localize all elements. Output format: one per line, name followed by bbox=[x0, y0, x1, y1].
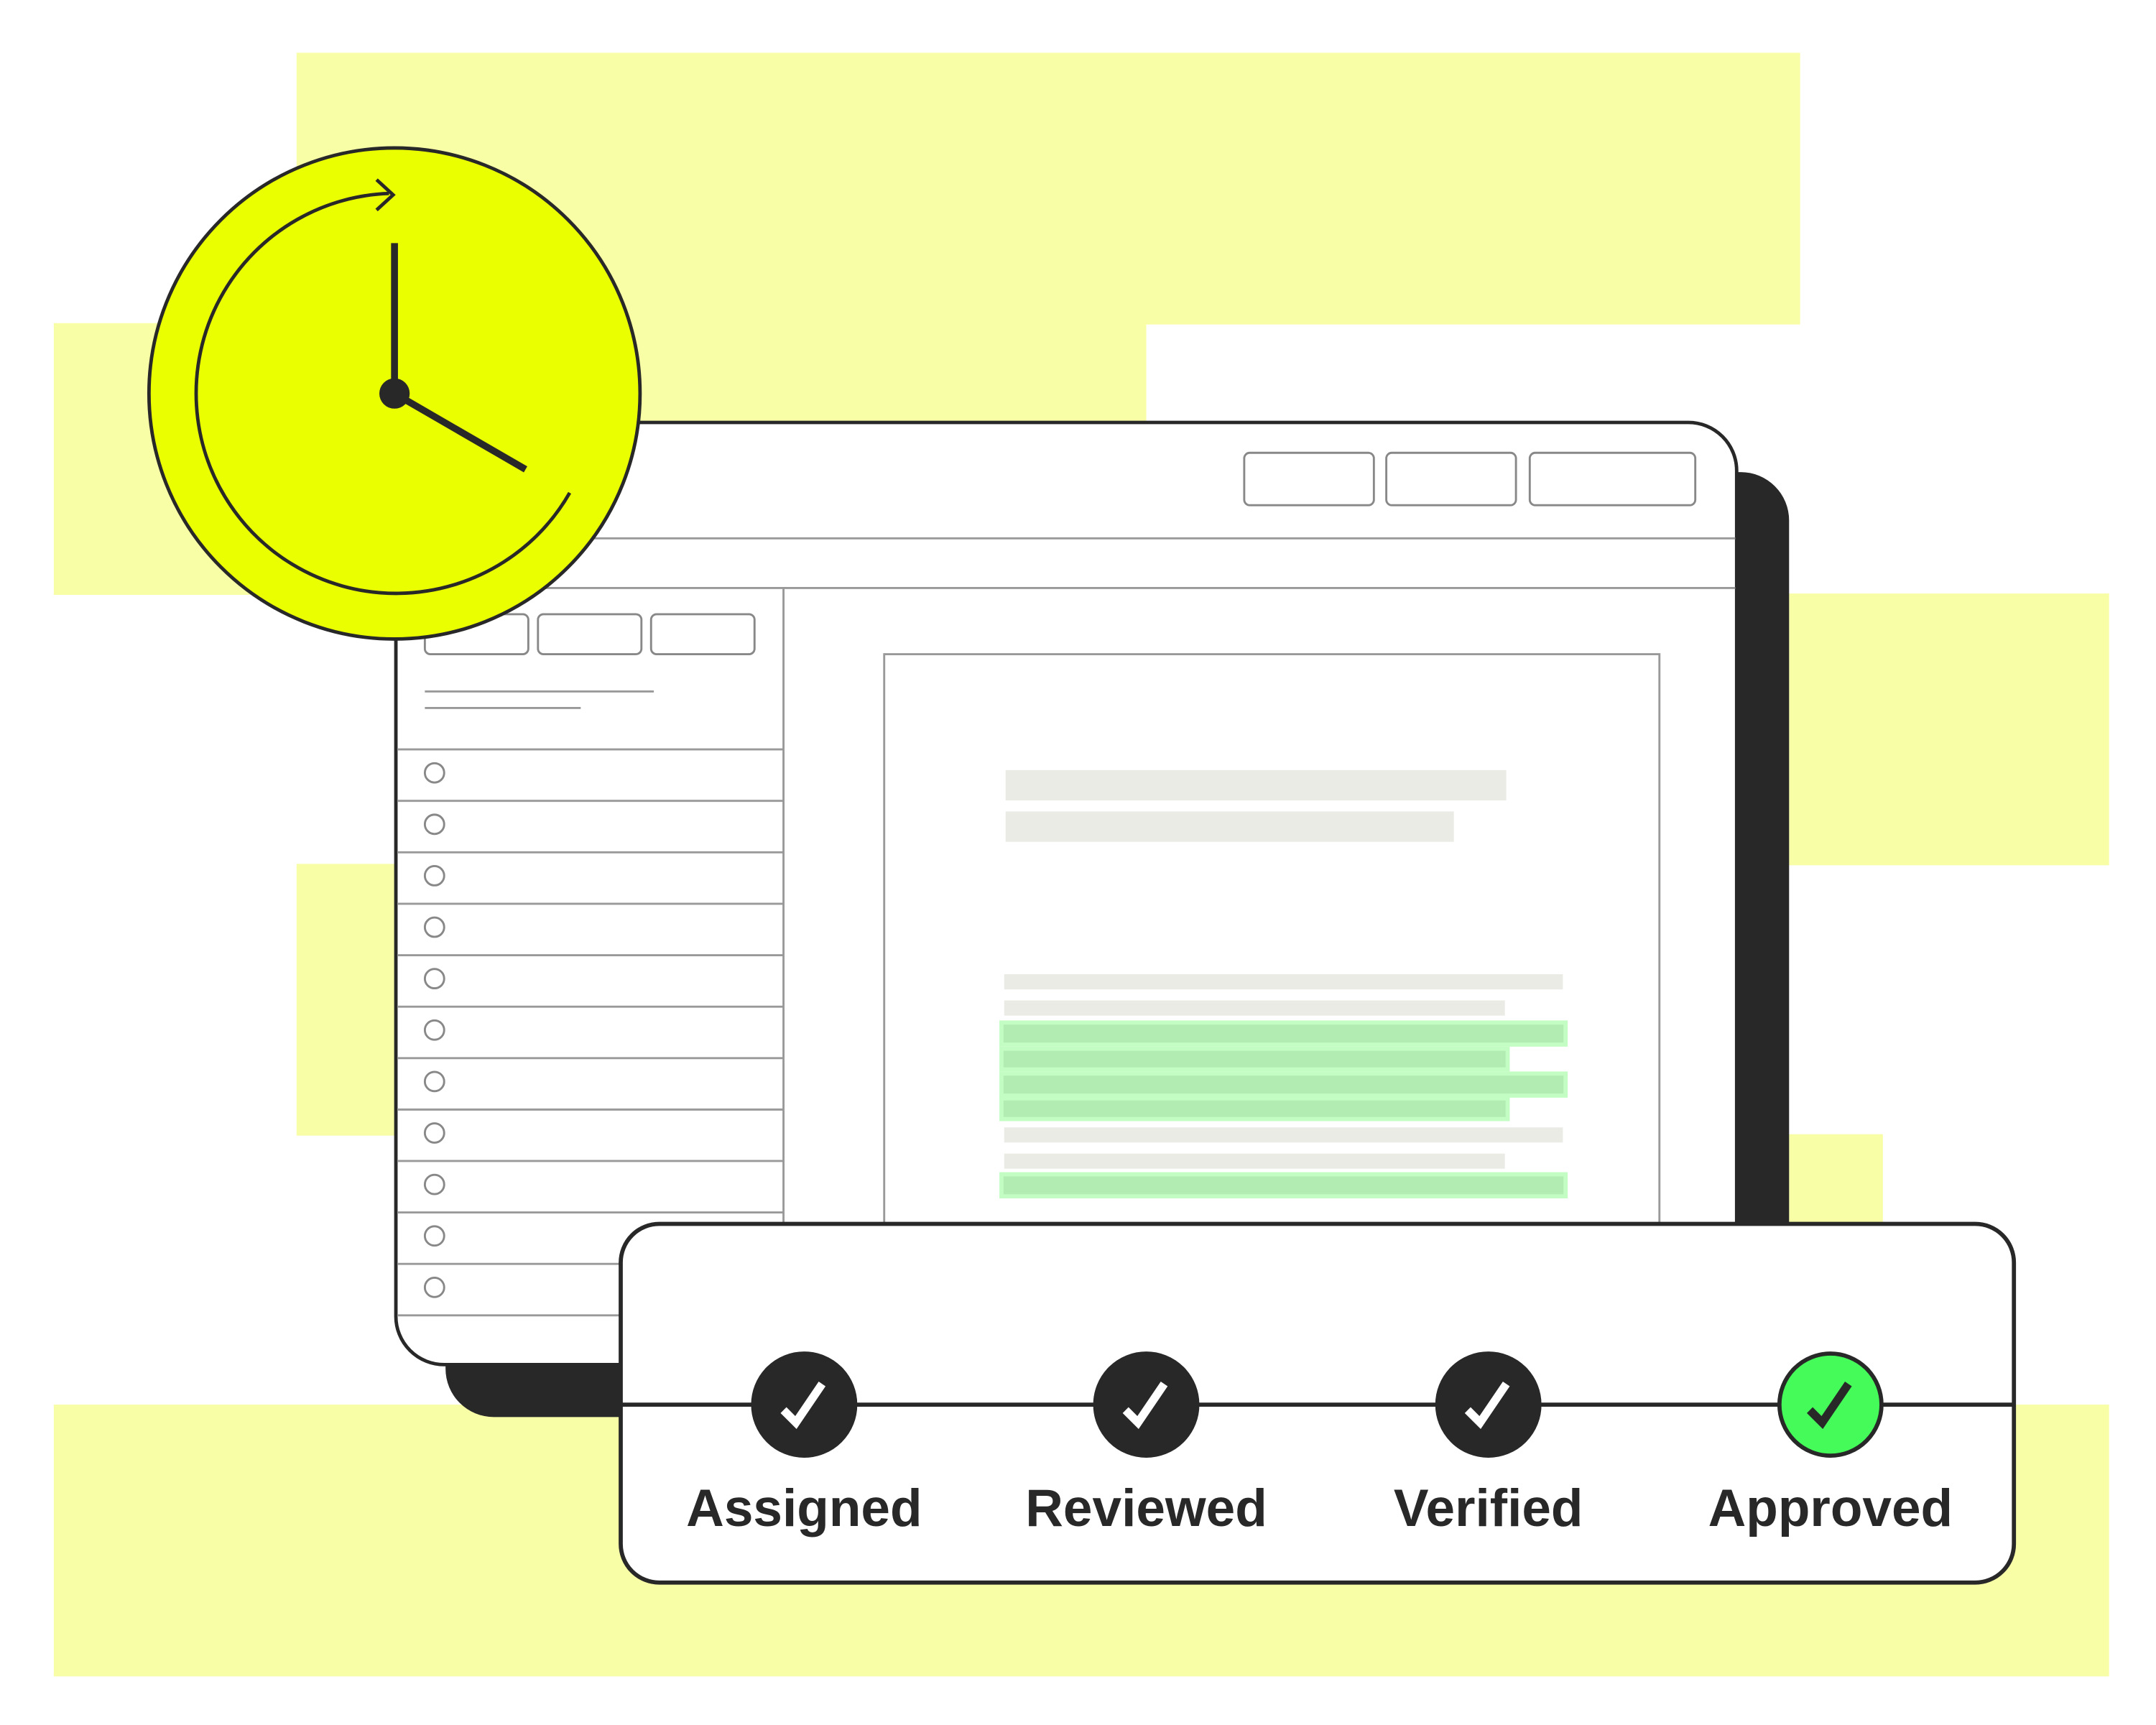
sidebar-list-item[interactable] bbox=[397, 800, 784, 836]
radio-icon[interactable] bbox=[423, 1019, 445, 1041]
step-label: Assigned bbox=[686, 1479, 922, 1537]
highlighted-text bbox=[999, 1172, 1568, 1199]
app-window bbox=[394, 420, 1739, 1366]
radio-icon[interactable] bbox=[423, 865, 445, 887]
sidebar-list-item[interactable] bbox=[397, 748, 784, 784]
checkmark-icon bbox=[1464, 1382, 1510, 1430]
sidebar-list-item[interactable] bbox=[397, 1160, 784, 1196]
document-page bbox=[883, 653, 1661, 1277]
workflow-step: Reviewed bbox=[1025, 1351, 1267, 1537]
sidebar-list-item[interactable] bbox=[397, 1108, 784, 1144]
doc-subtitle-placeholder bbox=[1005, 811, 1454, 842]
doc-line bbox=[1004, 1127, 1563, 1143]
doc-line bbox=[1004, 974, 1563, 990]
doc-line bbox=[1004, 1153, 1505, 1169]
checkmark-icon bbox=[1807, 1382, 1852, 1430]
radio-icon[interactable] bbox=[423, 1225, 445, 1247]
checkmark-icon bbox=[1122, 1382, 1168, 1430]
step-label: Verified bbox=[1394, 1479, 1583, 1537]
doc-title-placeholder bbox=[1005, 769, 1507, 801]
toolbar-button-1[interactable] bbox=[1243, 451, 1375, 507]
sidebar-list-item[interactable] bbox=[397, 902, 784, 938]
clock-icon bbox=[147, 146, 642, 641]
workflow-step: Verified bbox=[1394, 1351, 1583, 1537]
radio-icon[interactable] bbox=[423, 1173, 445, 1196]
radio-icon[interactable] bbox=[423, 968, 445, 990]
clock-hour-hand bbox=[392, 390, 527, 473]
step-label: Reviewed bbox=[1025, 1479, 1267, 1537]
refresh-arrow-icon bbox=[194, 191, 572, 596]
doc-line bbox=[1004, 1000, 1505, 1016]
sidebar-list-item[interactable] bbox=[397, 1005, 784, 1041]
radio-icon[interactable] bbox=[423, 1276, 445, 1298]
toolbar-button-3[interactable] bbox=[1528, 451, 1697, 507]
workflow-step: Assigned bbox=[686, 1351, 922, 1537]
highlighted-text bbox=[999, 1020, 1568, 1122]
radio-icon[interactable] bbox=[423, 813, 445, 836]
step-label: Approved bbox=[1708, 1479, 1953, 1537]
sidebar-list-item[interactable] bbox=[397, 1057, 784, 1093]
toolbar-button-2[interactable] bbox=[1385, 451, 1517, 507]
sidebar-tab-3[interactable] bbox=[649, 613, 756, 656]
radio-icon[interactable] bbox=[423, 1122, 445, 1144]
checkmark-icon bbox=[780, 1382, 826, 1430]
sidebar-list-item[interactable] bbox=[397, 851, 784, 887]
workflow-step: Approved bbox=[1708, 1351, 1953, 1537]
sidebar bbox=[397, 588, 785, 1365]
sidebar-tab-2[interactable] bbox=[537, 613, 643, 656]
radio-icon[interactable] bbox=[423, 762, 445, 784]
sidebar-list-item[interactable] bbox=[397, 954, 784, 990]
radio-icon[interactable] bbox=[423, 916, 445, 938]
workflow-status-card: Assigned Reviewed Verified Approved bbox=[619, 1221, 2017, 1585]
radio-icon[interactable] bbox=[423, 1070, 445, 1093]
sidebar-list-item[interactable] bbox=[397, 1211, 784, 1247]
